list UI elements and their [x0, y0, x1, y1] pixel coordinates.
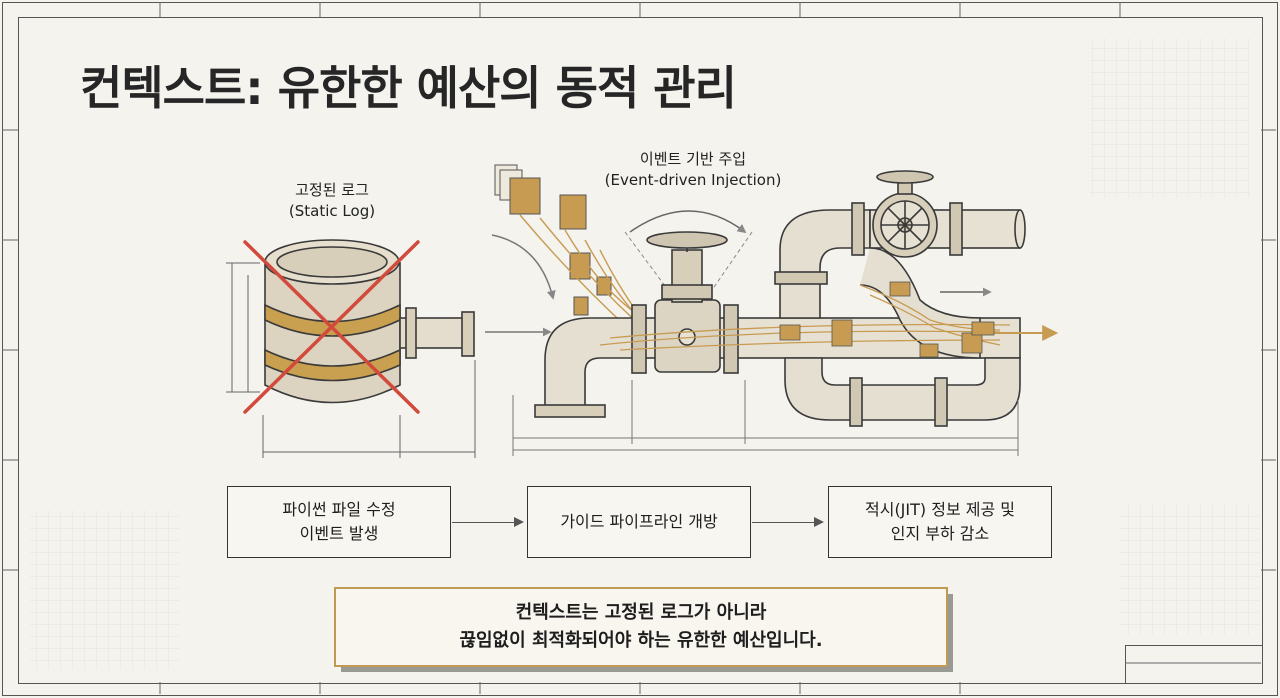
static-log-drum: [226, 239, 476, 458]
event-injection-label: 이벤트 기반 주입 (Event-driven Injection): [583, 149, 803, 191]
pipeline-dimensions: [512, 380, 1019, 456]
arrow-right-icon: [452, 517, 524, 527]
flow-step-1-line2: 이벤트 발생: [299, 524, 379, 543]
flow-step-jit-info: 적시(JIT) 정보 제공 및 인지 부하 감소: [828, 486, 1052, 558]
summary-note-line1: 컨텍스트는 고정된 로그가 아니라: [515, 602, 767, 623]
title-block: [1125, 645, 1263, 684]
static-log-label-en: (Static Log): [288, 202, 376, 220]
document-packets: [779, 281, 995, 358]
grid-patch-bottom-left: [30, 510, 180, 670]
grid-patch-top-right: [1090, 38, 1250, 198]
event-injection-label-en: (Event-driven Injection): [604, 171, 782, 189]
static-log-label-ko: 고정된 로그: [295, 181, 369, 199]
event-injection-label-ko: 이벤트 기반 주입: [639, 150, 747, 168]
pipeline-network: [534, 170, 1026, 427]
grid-patch-bottom-right: [1120, 505, 1260, 635]
flow-step-file-event: 파이썬 파일 수정 이벤트 발생: [227, 486, 451, 558]
page-title: 컨텍스트: 유한한 예산의 동적 관리: [80, 61, 737, 115]
cross-out-icon: [243, 240, 420, 414]
flow-step-3-line1: 적시(JIT) 정보 제공 및: [865, 500, 1015, 519]
arrow-docs-to-pipe: [491, 234, 556, 300]
arrow-right-icon-2: [752, 517, 824, 527]
document-stack-icon: [494, 164, 612, 392]
flow-step-2-line1: 가이드 파이프라인 개방: [560, 512, 718, 531]
summary-note: 컨텍스트는 고정된 로그가 아니라 끊임없이 최적화되어야 하는 유한한 예산입…: [334, 587, 948, 667]
arrow-valve-rotate: [629, 210, 747, 234]
flow-step-open-pipeline: 가이드 파이프라인 개방: [527, 486, 751, 558]
flow-step-3-line2: 인지 부하 감소: [890, 524, 990, 543]
summary-note-line2: 끊임없이 최적화되어야 하는 유한한 예산입니다.: [459, 630, 823, 651]
flow-step-1-line1: 파이썬 파일 수정: [282, 500, 396, 519]
static-log-label: 고정된 로그 (Static Log): [262, 180, 402, 222]
